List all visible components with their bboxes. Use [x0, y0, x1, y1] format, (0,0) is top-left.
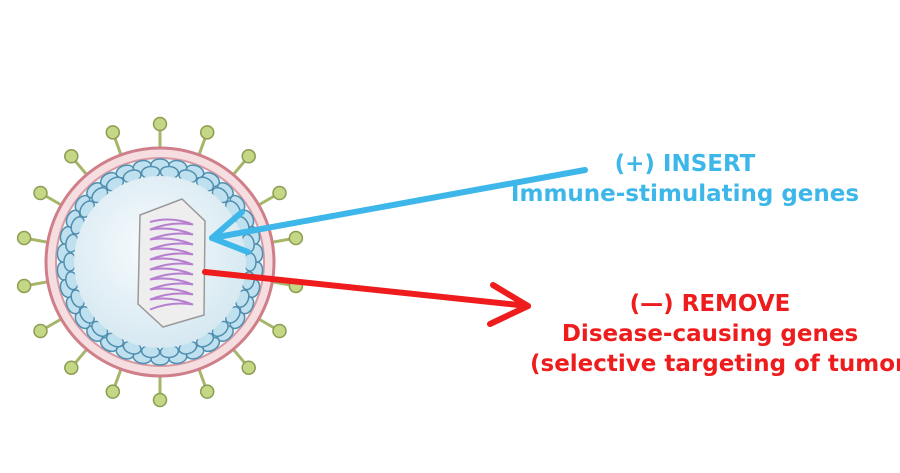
spike-knob [199, 125, 215, 140]
insert-arrow-shaft [209, 167, 588, 241]
spike-knob [64, 360, 79, 375]
spike-knob [272, 323, 287, 339]
spike-knob [241, 149, 256, 164]
spike-knob [241, 360, 256, 375]
spike-knob [64, 149, 79, 164]
spike-knob [16, 278, 32, 294]
spike-knob [199, 384, 215, 399]
remove-arrow-shaft [202, 269, 531, 309]
remove-label: (—) REMOVE Disease-causing genes (select… [530, 290, 900, 380]
insert-arrow-head [209, 209, 251, 255]
genome-coil [149, 218, 194, 311]
insert-label: (+) INSERT Immune-stimulating genes [505, 150, 865, 210]
spike-knob [33, 185, 48, 201]
insert-subtitle: Immune-stimulating genes [510, 180, 860, 207]
spike-knob [16, 230, 32, 246]
insert-title: (+) INSERT [614, 151, 756, 177]
spike-knob [33, 323, 48, 339]
virus-spikes [16, 116, 304, 408]
remove-subtitle: Disease-causing genes [561, 320, 859, 347]
spike-knob [152, 392, 168, 408]
spike-knob [105, 125, 121, 140]
spike-knob [152, 116, 168, 132]
remove-detail: (selective targeting of tumors) [530, 350, 900, 377]
remove-arrow-head [487, 282, 531, 327]
remove-title: (—) REMOVE [629, 291, 791, 317]
spike-knob [272, 185, 287, 201]
spike-knob [105, 384, 121, 399]
spike-knob [288, 230, 304, 246]
